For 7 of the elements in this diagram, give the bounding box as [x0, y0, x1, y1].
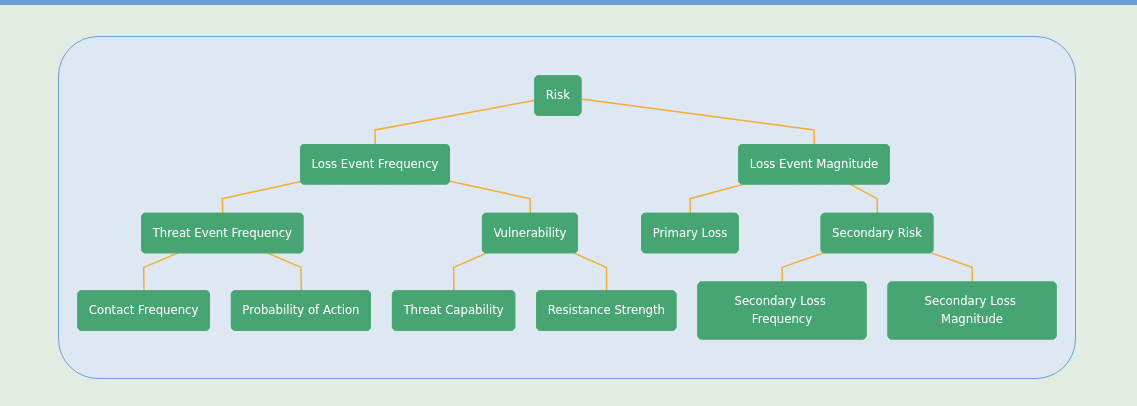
connector: [781, 252, 825, 284]
connector: [580, 98, 816, 146]
connector: [374, 99, 536, 146]
connector: [221, 180, 302, 215]
connector: [930, 252, 974, 284]
connector: [449, 180, 532, 215]
connector: [849, 183, 879, 215]
